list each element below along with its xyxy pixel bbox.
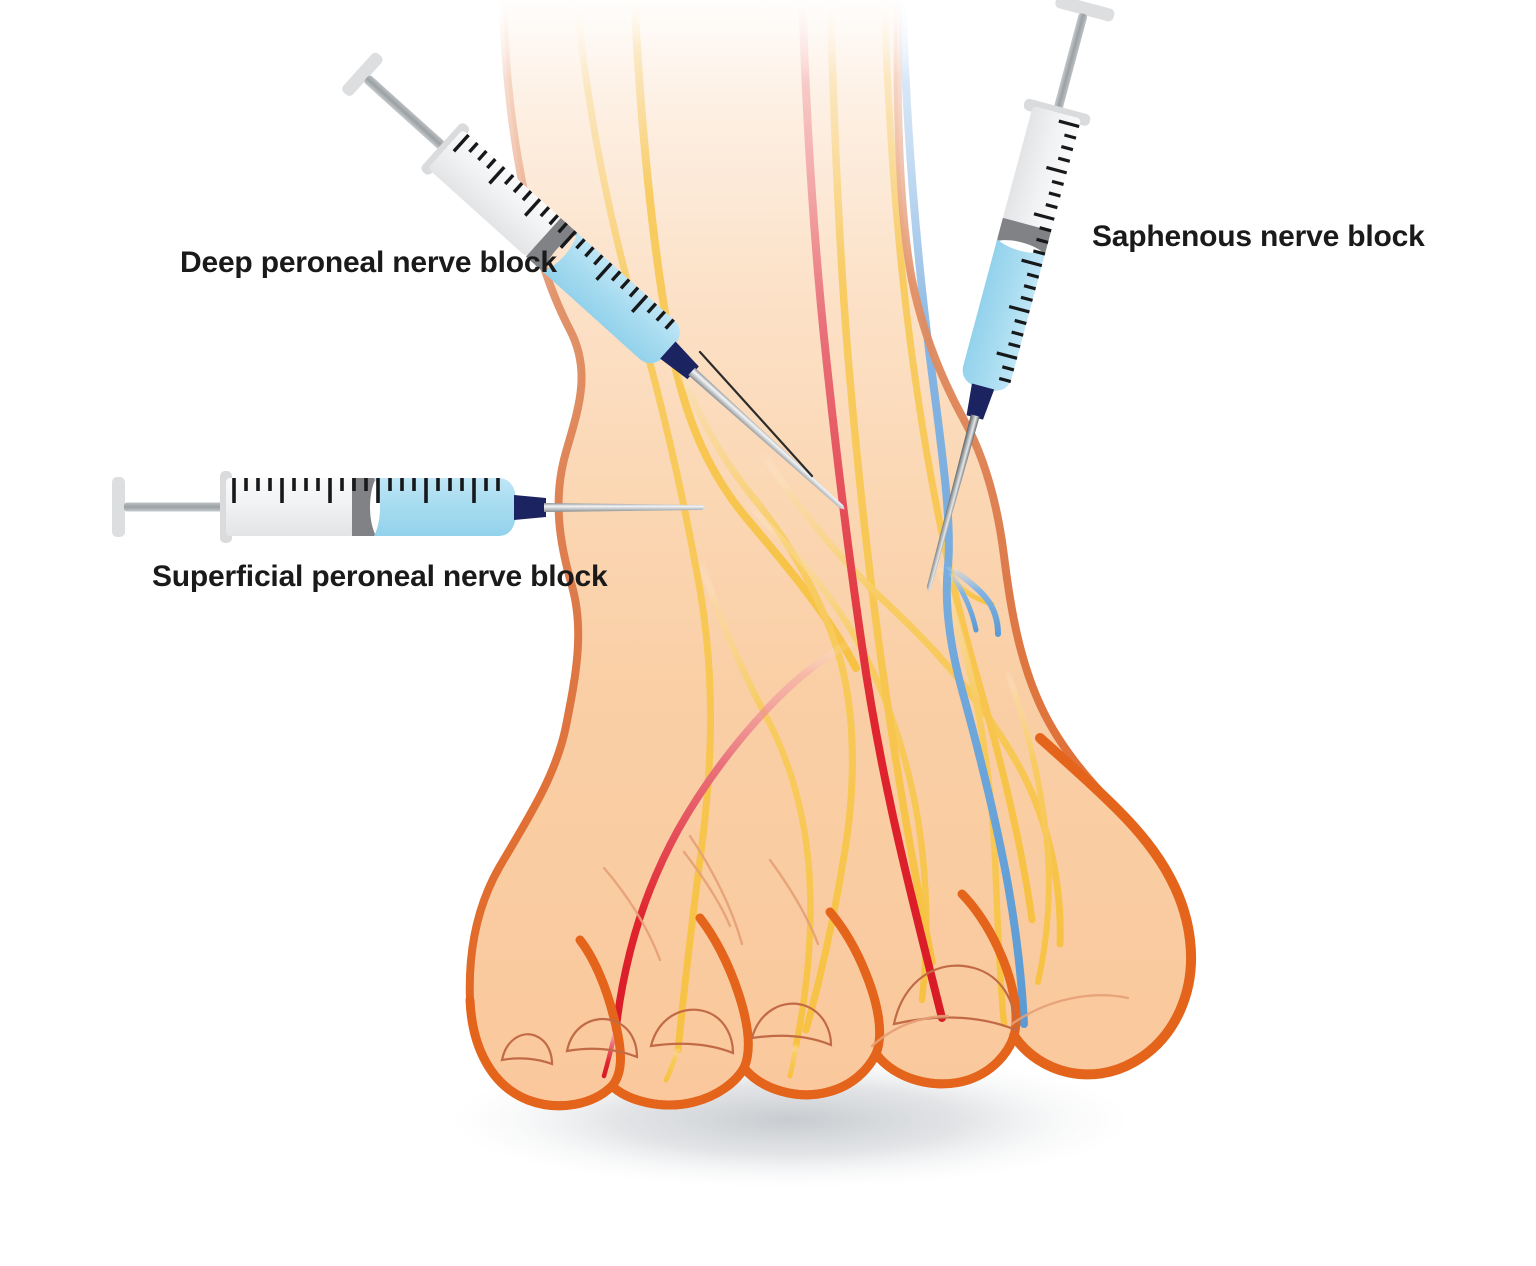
leg-foot-silhouette — [469, 0, 1191, 1106]
toenail-2 — [750, 1002, 833, 1047]
syringe-needle-hub — [514, 495, 546, 520]
nerve-lateral-long — [573, 0, 715, 1054]
leader-line-group — [698, 350, 814, 478]
syringe-scale-ticks — [232, 478, 500, 503]
syringe-fluid-chamber — [962, 239, 1046, 391]
crease-webspace-1 — [768, 858, 820, 946]
syringe-needle — [926, 414, 980, 592]
nerve-superficial-peroneal-main — [630, 0, 860, 672]
nerve-branch-to-3rd-toe — [696, 556, 814, 1050]
syringe-plunger-rod — [364, 75, 449, 153]
deep-peroneal-syringe[interactable] — [336, 46, 866, 533]
nerve-toe1-tip — [663, 1045, 681, 1083]
syringe-plunger-rod — [1052, 13, 1088, 115]
label-saphenous-nerve-block: Saphenous nerve block — [1092, 220, 1425, 253]
nerve-saphenous-medial — [880, 0, 1036, 924]
crease-toe2-top — [870, 1014, 950, 1048]
toenail-5 — [500, 1033, 554, 1066]
syringe-needle-hub — [966, 383, 995, 420]
syringe-needle — [544, 503, 706, 512]
skin-crease-group — [602, 834, 1130, 1048]
crease-hallux-top — [1010, 994, 1130, 1026]
syringe-fluid-chamber — [542, 232, 680, 364]
vein-group — [898, 0, 1028, 1028]
syringe-plunger-stopper — [996, 217, 1052, 255]
vein-tributary-anterior — [947, 569, 979, 633]
leader-line-deep-peroneal — [698, 350, 814, 478]
syringe-plunger-handle[interactable] — [340, 51, 384, 98]
syringe-fluid-chamber — [374, 478, 516, 536]
superficial-peroneal-syringe[interactable] — [112, 471, 706, 543]
crease-dorsum-2 — [688, 834, 744, 946]
syringe-barrel — [1003, 106, 1081, 232]
toenail-group — [500, 964, 1018, 1066]
nerve-deep-peroneal-column — [826, 0, 936, 966]
nerve-toe3-tip — [787, 1041, 799, 1079]
artery-arcuate-branch — [612, 634, 862, 1034]
crease-dorsum-1 — [602, 866, 662, 962]
leg-outline-lateral — [465, 0, 586, 1104]
syringe-scale-ticks — [996, 119, 1080, 384]
saphenous-syringe[interactable] — [896, 0, 1120, 600]
foot-outline-group — [465, 0, 1196, 1111]
vein-tributary-posterior — [945, 563, 1001, 637]
leg-and-foot-body — [469, 0, 1191, 1106]
vein-great-saphenous — [898, 0, 1028, 1028]
syringe-barrel — [429, 131, 560, 255]
label-group: Deep peroneal nerve block Superficial pe… — [152, 220, 1425, 593]
toenail-3 — [649, 1008, 735, 1055]
syringe-plunger-rod — [124, 502, 228, 512]
toenail-4 — [565, 1017, 639, 1059]
syringe-plunger-handle[interactable] — [1054, 0, 1115, 23]
label-superficial-peroneal-nerve-block: Superficial peroneal nerve block — [152, 560, 608, 593]
toe-outline-1-hallux — [1009, 733, 1196, 1080]
nerve-hallux-branch — [1003, 665, 1052, 985]
syringe-plunger-handle[interactable] — [112, 477, 125, 537]
artery-dorsalis-pedis-main — [798, 0, 946, 1022]
toenail-1-hallux — [892, 964, 1018, 1032]
label-deep-peroneal-nerve-block: Deep peroneal nerve block — [180, 246, 557, 279]
syringe-barrel — [226, 478, 354, 536]
crease-dorsum-3 — [682, 850, 732, 928]
syringe-plunger-stopper — [525, 217, 579, 273]
syringe-scale-ticks — [452, 133, 675, 330]
syringe-plunger-stopper — [352, 478, 376, 536]
syringe-needle — [688, 367, 845, 510]
syringe-needle-hub — [660, 341, 699, 380]
